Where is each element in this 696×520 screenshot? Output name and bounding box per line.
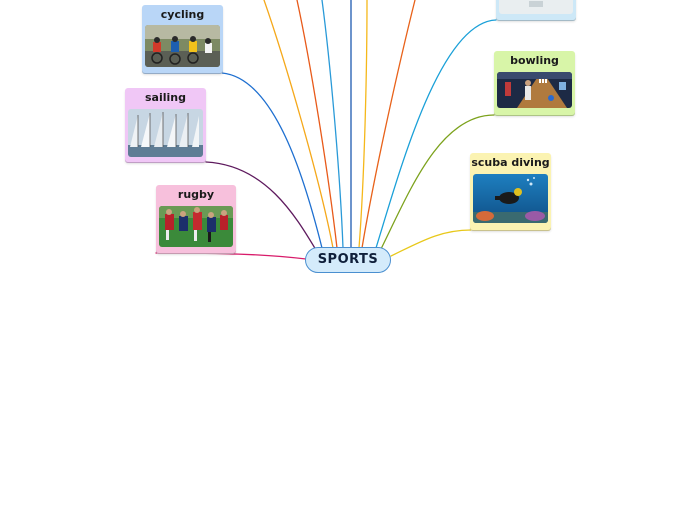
- connector-offscreen-2: [296, 0, 338, 249]
- scuba-diver-photo: [473, 174, 548, 223]
- sailboats-photo: [128, 109, 203, 157]
- topic-bowling-label: bowling: [510, 54, 559, 67]
- rugby-players-photo: [159, 206, 233, 247]
- connector-sailing: [205, 161, 317, 251]
- topic-sailing-label: sailing: [145, 91, 186, 104]
- bowling-alley-photo: [497, 72, 572, 108]
- topic-scuba-diving-label: scuba diving: [471, 156, 550, 169]
- cycling-race-photo: [145, 25, 220, 67]
- connector-offscreen-6: [361, 0, 416, 249]
- topic-partial-top-right[interactable]: [496, 0, 576, 20]
- topic-sailing[interactable]: sailing: [125, 88, 206, 162]
- partial-topic-photo: [499, 0, 573, 14]
- topic-bowling[interactable]: bowling: [494, 51, 575, 115]
- connector-offscreen-1: [263, 0, 334, 249]
- connector-bowling: [380, 114, 495, 250]
- connector-top-right: [375, 19, 497, 249]
- connector-offscreen-3: [321, 0, 344, 249]
- central-topic-label: SPORTS: [317, 252, 379, 267]
- topic-cycling[interactable]: cycling: [142, 5, 223, 73]
- connector-rugby: [155, 252, 307, 260]
- connector-offscreen-5: [358, 0, 368, 249]
- connector-cycling: [221, 72, 323, 249]
- topic-scuba-diving[interactable]: scuba diving: [470, 153, 551, 230]
- connector-scuba: [390, 229, 472, 257]
- central-topic[interactable]: SPORTS: [305, 247, 391, 273]
- topic-cycling-label: cycling: [160, 8, 205, 21]
- topic-rugby-label: rugby: [177, 188, 215, 201]
- topic-rugby[interactable]: rugby: [156, 185, 236, 253]
